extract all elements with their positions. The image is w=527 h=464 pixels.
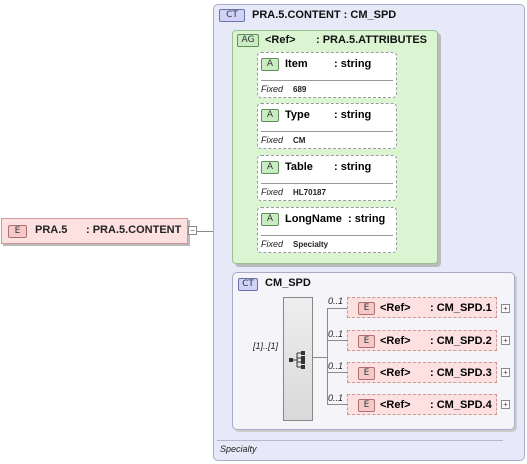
attribute-name: Type <box>285 109 310 121</box>
attribute-group-badge: AG <box>237 34 259 47</box>
attribute-fixed-value: HL70187 <box>293 188 326 197</box>
element-badge: E <box>358 399 375 412</box>
attribute-table[interactable]: A Table : string Fixed HL70187 <box>257 155 397 201</box>
attribute-divider <box>261 183 393 184</box>
seq-branch-stub <box>313 357 327 358</box>
attribute-fixed-label: Fixed <box>261 187 284 197</box>
seq-branch-vertical <box>327 308 328 405</box>
sequence-icon <box>289 351 305 369</box>
collapse-toggle-root[interactable]: − <box>188 226 197 235</box>
seq-branch-4 <box>327 404 347 405</box>
child-name: : CM_SPD.1 <box>430 302 492 314</box>
attribute-divider <box>261 131 393 132</box>
element-badge: E <box>358 302 375 315</box>
child-ref: <Ref> <box>380 302 411 314</box>
child-ref: <Ref> <box>380 367 411 379</box>
child-name: : CM_SPD.4 <box>430 399 492 411</box>
expand-toggle-child-4[interactable]: + <box>501 400 510 409</box>
attribute-longname[interactable]: A LongName : string Fixed Specialty <box>257 207 397 253</box>
sequence-compositor[interactable] <box>283 297 313 421</box>
attribute-name: LongName <box>285 213 342 225</box>
element-badge: E <box>358 335 375 348</box>
attribute-type[interactable]: A Type : string Fixed CM <box>257 103 397 149</box>
attribute-badge: A <box>261 213 279 226</box>
attribute-group-name: : PRA.5.ATTRIBUTES <box>316 34 428 46</box>
child-ref: <Ref> <box>380 399 411 411</box>
sequence-cardinality: [1]..[1] <box>253 341 279 351</box>
attribute-divider <box>261 80 393 81</box>
child-element-cm-spd-1[interactable]: E <Ref> : CM_SPD.1 <box>347 297 497 318</box>
child-cardinality: 0..1 <box>328 361 344 371</box>
attribute-badge: A <box>261 58 279 71</box>
child-element-cm-spd-3[interactable]: E <Ref> : CM_SPD.3 <box>347 362 497 383</box>
attribute-type: : string <box>348 213 386 225</box>
attribute-divider <box>261 235 393 236</box>
element-badge: E <box>358 367 375 380</box>
attribute-badge: A <box>261 109 279 122</box>
annotation-text: Specialty <box>220 444 257 454</box>
inner-complex-type-badge: CT <box>238 278 258 291</box>
attribute-name: Item <box>285 58 308 70</box>
seq-branch-1 <box>327 308 347 309</box>
attribute-fixed-label: Fixed <box>261 239 284 249</box>
complex-type-badge: CT <box>219 9 245 22</box>
root-element-pra5[interactable]: E PRA.5 : PRA.5.CONTENT <box>1 218 188 244</box>
expand-toggle-child-2[interactable]: + <box>501 336 510 345</box>
attribute-fixed-label: Fixed <box>261 135 284 145</box>
attribute-badge: A <box>261 161 279 174</box>
seq-branch-2 <box>327 340 347 341</box>
child-name: : CM_SPD.2 <box>430 335 492 347</box>
root-element-name: PRA.5 <box>35 224 68 236</box>
expand-toggle-child-3[interactable]: + <box>501 368 510 377</box>
root-element-type: : PRA.5.CONTENT <box>86 224 182 236</box>
child-ref: <Ref> <box>380 335 411 347</box>
child-cardinality: 0..1 <box>328 393 344 403</box>
complex-type-title: PRA.5.CONTENT : CM_SPD <box>252 9 397 21</box>
attribute-fixed-label: Fixed <box>261 84 284 94</box>
attribute-type: : string <box>334 161 372 173</box>
child-cardinality: 0..1 <box>328 329 344 339</box>
attribute-name: Table <box>285 161 313 173</box>
child-element-cm-spd-2[interactable]: E <Ref> : CM_SPD.2 <box>347 330 497 351</box>
attribute-fixed-value: Specialty <box>293 240 329 249</box>
seq-branch-3 <box>327 372 347 373</box>
child-cardinality: 0..1 <box>328 296 344 306</box>
attribute-fixed-value: CM <box>293 136 306 145</box>
connector-root <box>196 231 224 232</box>
annotation-divider <box>217 440 503 441</box>
child-name: : CM_SPD.3 <box>430 367 492 379</box>
element-badge: E <box>8 225 27 238</box>
attribute-group-ref: <Ref> <box>265 34 296 46</box>
attribute-type: : string <box>334 109 372 121</box>
expand-toggle-child-1[interactable]: + <box>501 304 510 313</box>
child-element-cm-spd-4[interactable]: E <Ref> : CM_SPD.4 <box>347 394 497 415</box>
inner-complex-type-name: CM_SPD <box>265 277 311 289</box>
attribute-item[interactable]: A Item : string Fixed 689 <box>257 52 397 98</box>
attribute-fixed-value: 689 <box>293 85 307 94</box>
attribute-type: : string <box>334 58 372 70</box>
